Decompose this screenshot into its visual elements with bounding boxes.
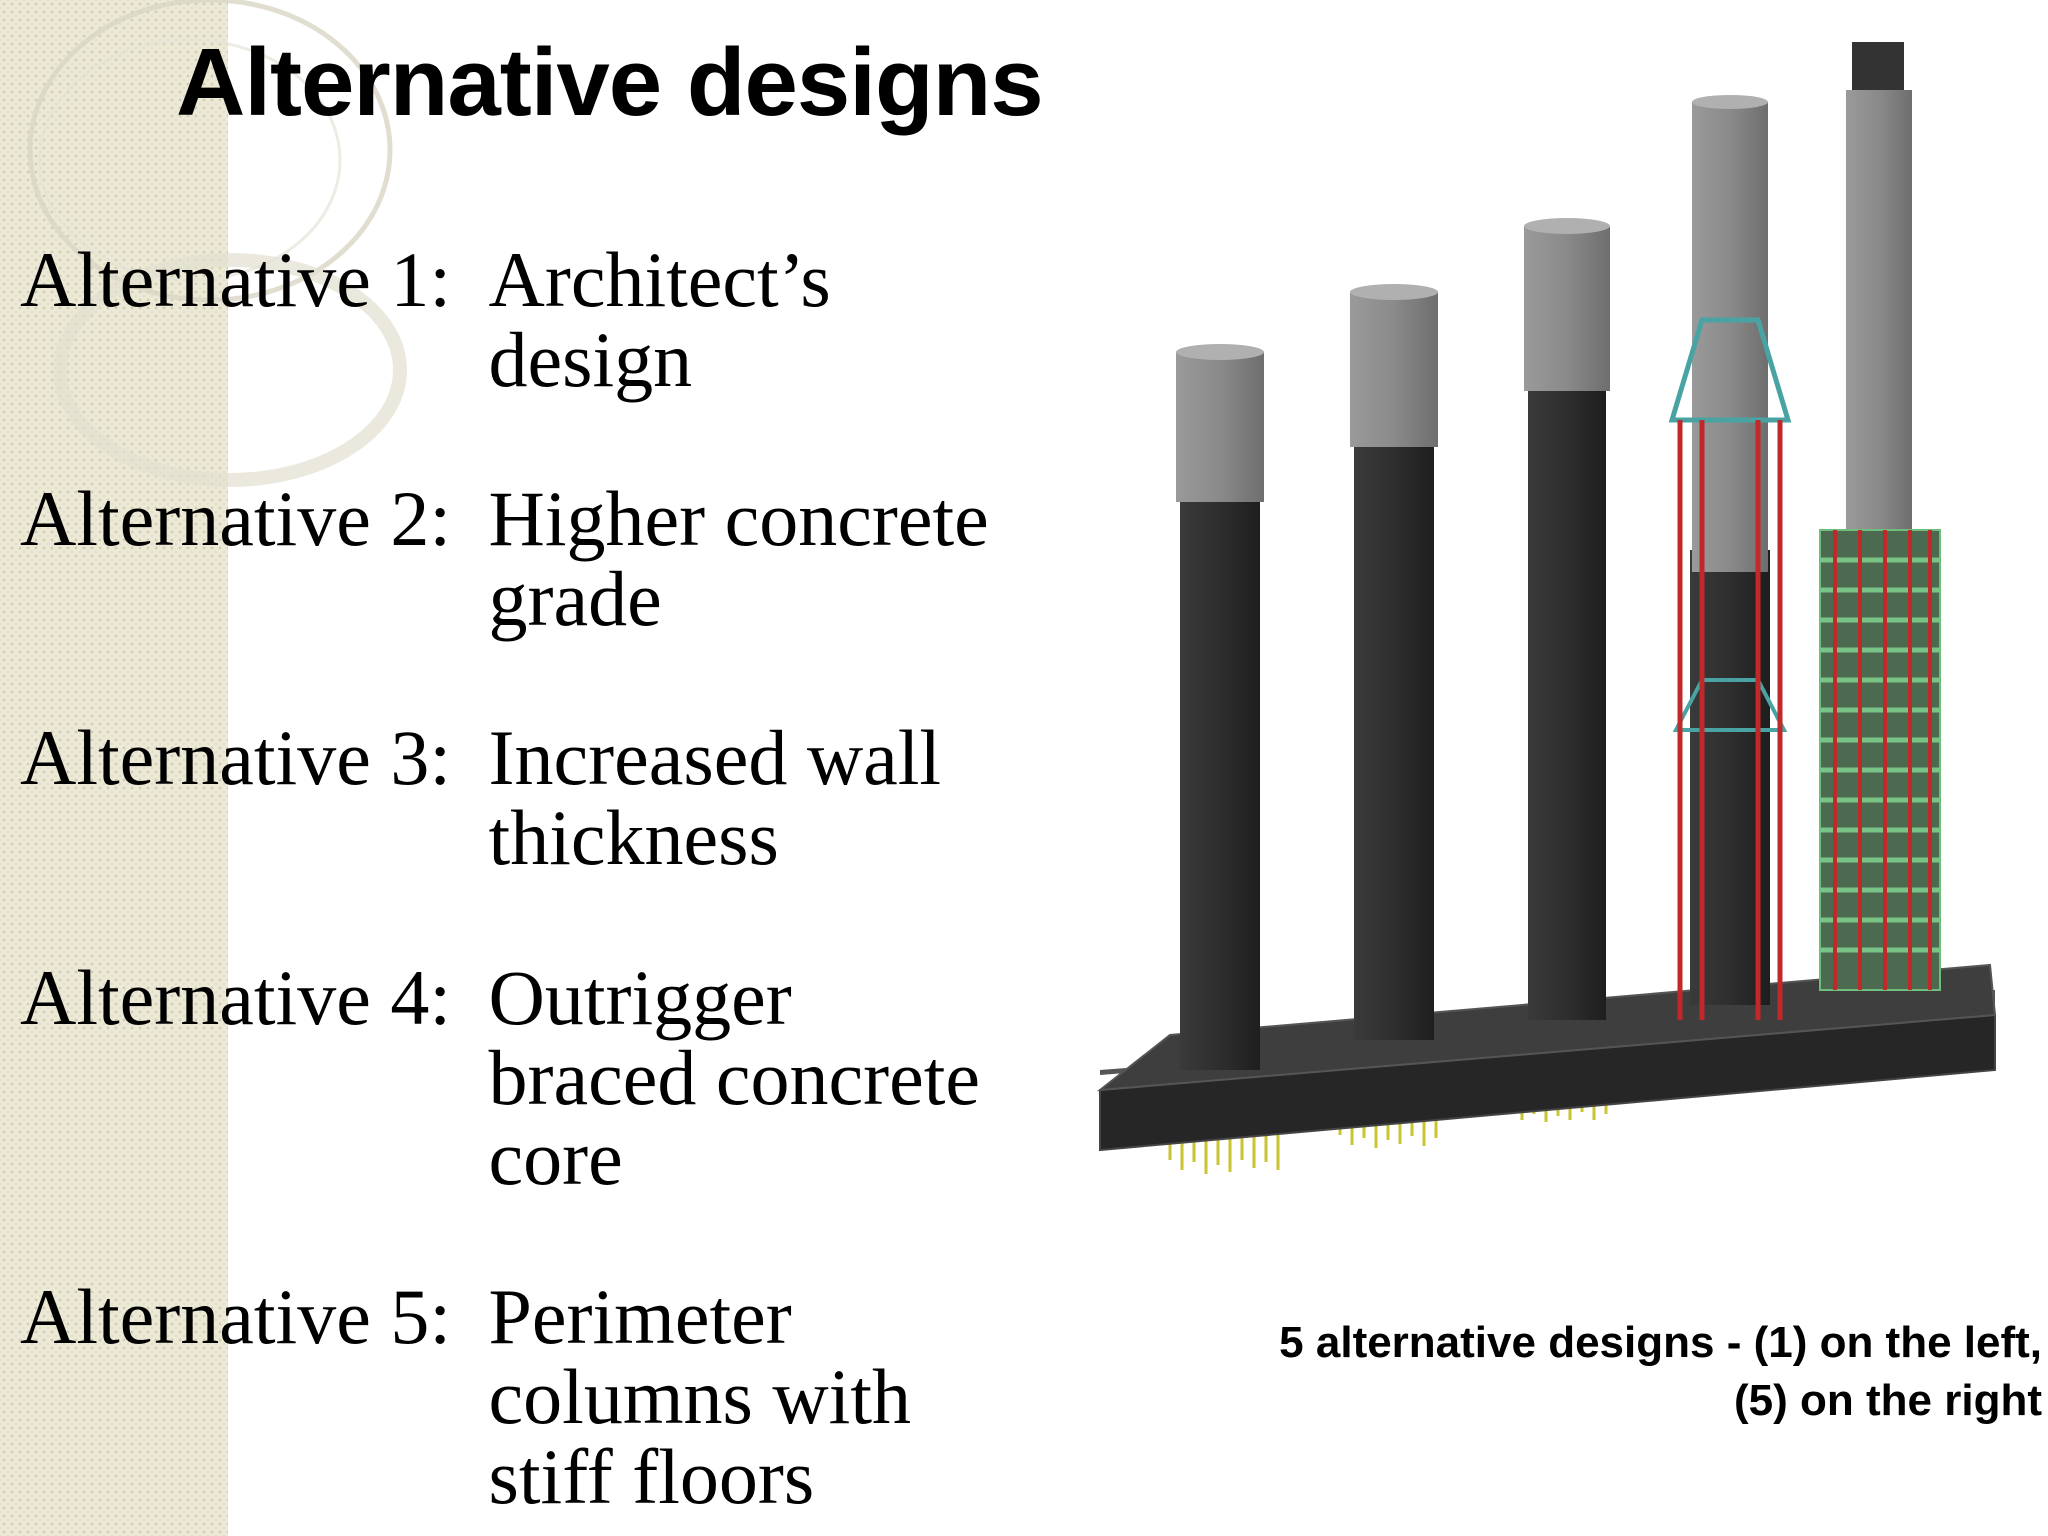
slide-title: Alternative designs <box>176 29 1044 136</box>
alternative-5-description: Perimeter columns with stiff floors <box>488 1273 912 1520</box>
tower-alternative-1 <box>1176 344 1264 1070</box>
tower-alternative-2 <box>1350 284 1438 1040</box>
alternative-5: Alternative 5: Perimeter columns with st… <box>20 1277 911 1517</box>
tower-alternative-5-perimeter <box>1819 42 1941 991</box>
foundation-raft <box>1096 963 1997 1152</box>
figure-caption: 5 alternative designs - (1) on the left,… <box>1279 1318 2042 1425</box>
alternative-designs-3d-model-figure <box>1096 42 1997 1174</box>
alternative-1-label: Alternative 1: <box>20 236 452 323</box>
alternative-3-label: Alternative 3: <box>20 714 452 801</box>
alternative-1: Alternative 1: Architect’s design <box>20 240 831 400</box>
alternative-3-description: Increased wall thickness <box>488 714 942 881</box>
alternative-2: Alternative 2: Higher concrete grade <box>20 479 989 639</box>
alternative-2-description: Higher concrete grade <box>488 475 989 642</box>
alternative-1-description: Architect’s design <box>488 236 831 403</box>
tower-alternative-3 <box>1524 218 1610 1020</box>
alternative-4-label: Alternative 4: <box>20 954 452 1041</box>
alternative-3: Alternative 3: Increased wall thickness <box>20 718 941 878</box>
alternative-4: Alternative 4: Outrigger braced concrete… <box>20 958 980 1198</box>
tower-alternative-4-outrigger <box>1668 95 1792 1020</box>
alternative-2-label: Alternative 2: <box>20 475 452 562</box>
alternative-5-label: Alternative 5: <box>20 1273 452 1360</box>
alternative-4-description: Outrigger braced concrete core <box>488 954 980 1201</box>
